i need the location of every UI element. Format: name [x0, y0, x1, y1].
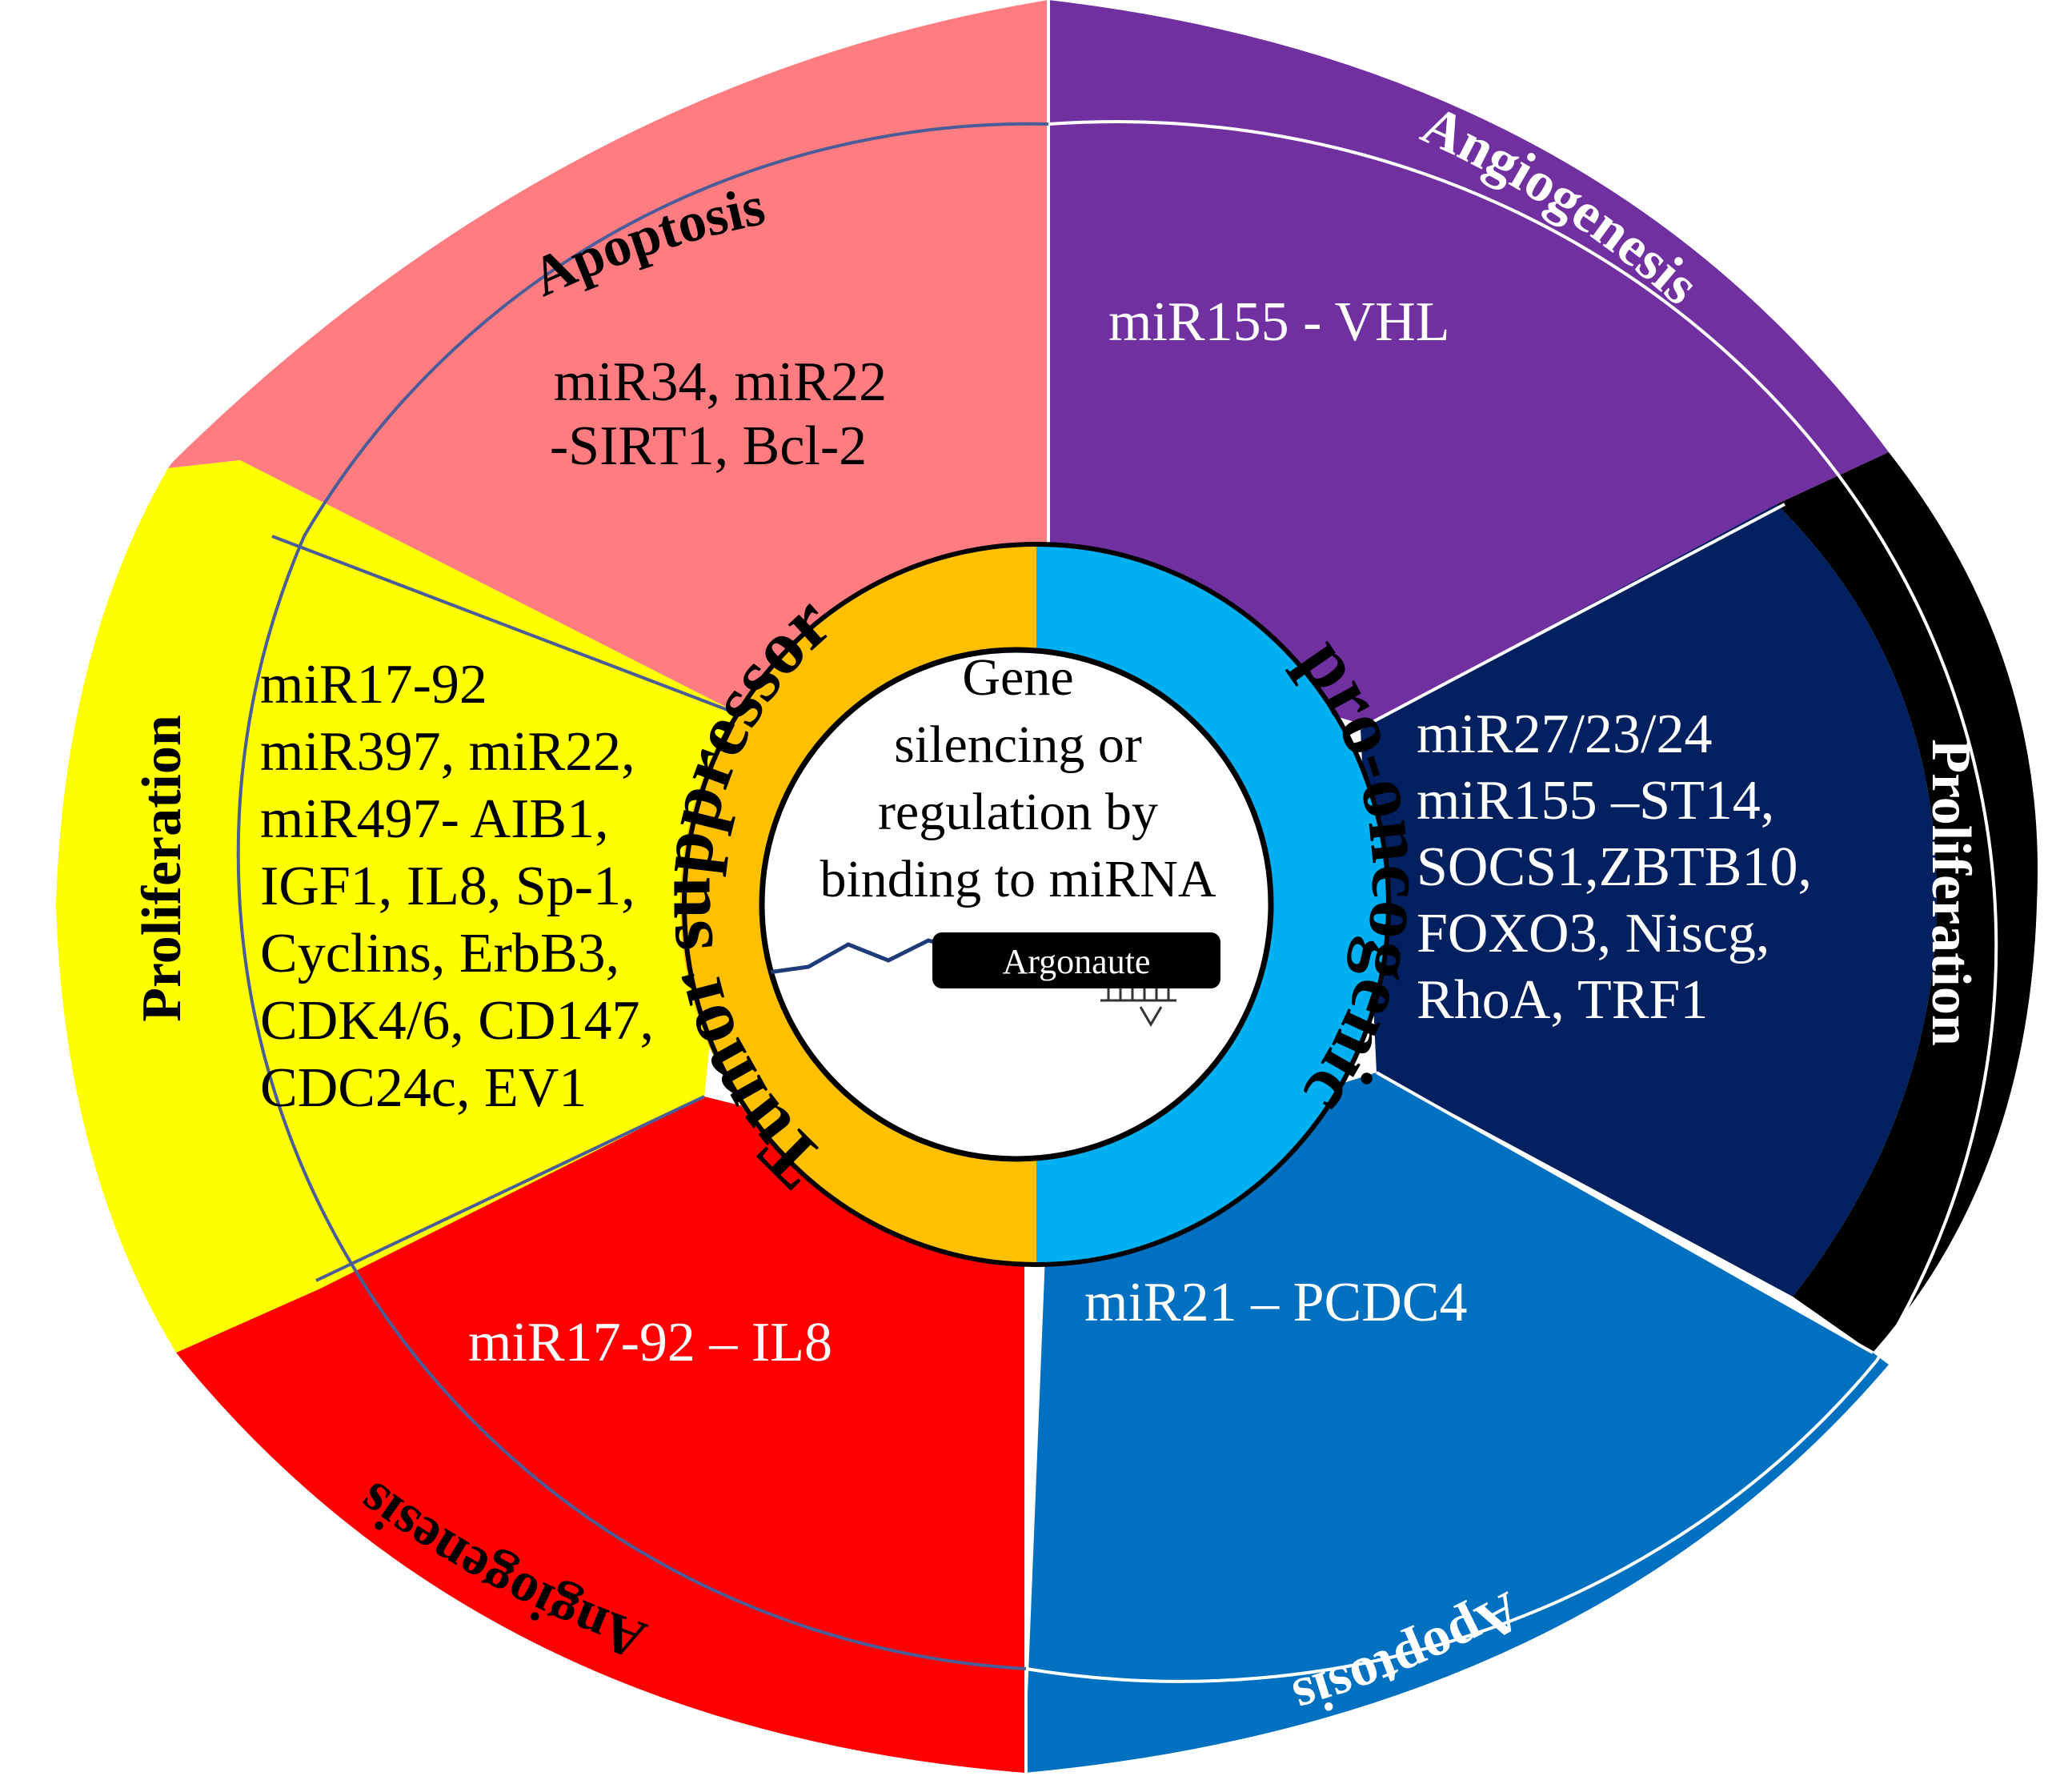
divider-upper-left	[271, 535, 745, 718]
inner-ring-outline-right	[1048, 119, 1998, 1362]
apoptosis-right-line: miR21 – PCDC4	[1084, 1272, 1467, 1333]
proliferation-right-sector	[1361, 504, 1937, 1297]
center-line-2: silencing or	[894, 716, 1142, 774]
angiogenesis-left-content: miR17-92 – IL8	[468, 1312, 832, 1373]
proliferation-left-content: miR17-92 miR397, miR22, miR497- AIB1, IG…	[260, 654, 654, 1119]
proliferation-left-sector	[56, 460, 744, 1353]
proliferation-right-label: Proliferation	[1920, 739, 1982, 1046]
middle-ring-outline	[682, 542, 1391, 1267]
center-disk	[759, 647, 1274, 1162]
apoptosis-left-content: miR34, miR22 -SIRT1, Bcl-2	[550, 351, 887, 477]
proliferation-right-outer-band	[1777, 452, 2038, 1353]
argonaute-badge	[932, 932, 1220, 988]
divider-lower-left	[315, 1095, 705, 1282]
apoptosis-right-content: miR21 – PCDC4	[1084, 1272, 1467, 1333]
apoptosis-left-line: -SIRT1, Bcl-2	[550, 415, 867, 477]
proliferation-left-line: Cyclins, ErbB3,	[260, 923, 619, 984]
inner-ring-outline-bottom-right	[1025, 1359, 1878, 1683]
apoptosis-right-sector	[1024, 1072, 1889, 1773]
inner-ring-outline-top-left	[303, 122, 1049, 538]
center-line-1: Gene	[962, 648, 1073, 707]
divider-upper-right	[1360, 503, 1785, 730]
apoptosis-left-line: miR34, miR22	[554, 351, 887, 413]
angiogenesis-right-content: miR155 - VHL	[1108, 291, 1450, 353]
proliferation-left-line: miR497- AIB1,	[260, 788, 609, 850]
proliferation-left-line: IGF1, IL8, Sp-1,	[260, 856, 635, 917]
proliferation-left-line: CDC24c, EV1	[260, 1057, 587, 1119]
proliferation-right-line: miR27/23/24	[1417, 704, 1712, 765]
proliferation-left-line: miR17-92	[260, 654, 487, 716]
divider-lower-right	[1376, 1071, 1874, 1354]
proliferation-right-line: RhoA, TRF1	[1417, 969, 1708, 1031]
mirna-binding-icon	[1100, 988, 1176, 1027]
angiogenesis-right-line: miR155 - VHL	[1108, 291, 1450, 353]
inner-ring-outline-left	[236, 535, 1027, 1670]
proliferation-right-line: SOCS1,ZBTB10,	[1417, 836, 1812, 898]
proliferation-left-label: Proliferation	[131, 715, 193, 1022]
proliferation-right-line: FOXO3, Niscg,	[1417, 903, 1769, 964]
proliferation-right-content: miR27/23/24 miR155 –ST14, SOCS1,ZBTB10, …	[1417, 704, 1812, 1031]
argonaute-label: Argonaute	[1003, 942, 1151, 981]
angiogenesis-left-line: miR17-92 – IL8	[468, 1312, 832, 1373]
proliferation-left-line: miR397, miR22,	[260, 721, 635, 783]
center-line-3: regulation by	[878, 783, 1158, 841]
center-text-block: Gene silencing or regulation by binding …	[820, 648, 1216, 908]
center-line-4: binding to miRNA	[820, 850, 1216, 908]
angiogenesis-right-sector	[1048, 0, 1889, 728]
proliferation-right-line: miR155 –ST14,	[1417, 770, 1774, 832]
proliferation-left-line: CDK4/6, CD147,	[260, 990, 654, 1052]
angiogenesis-left-sector	[176, 1096, 1024, 1773]
apoptosis-left-sector	[168, 0, 1048, 716]
